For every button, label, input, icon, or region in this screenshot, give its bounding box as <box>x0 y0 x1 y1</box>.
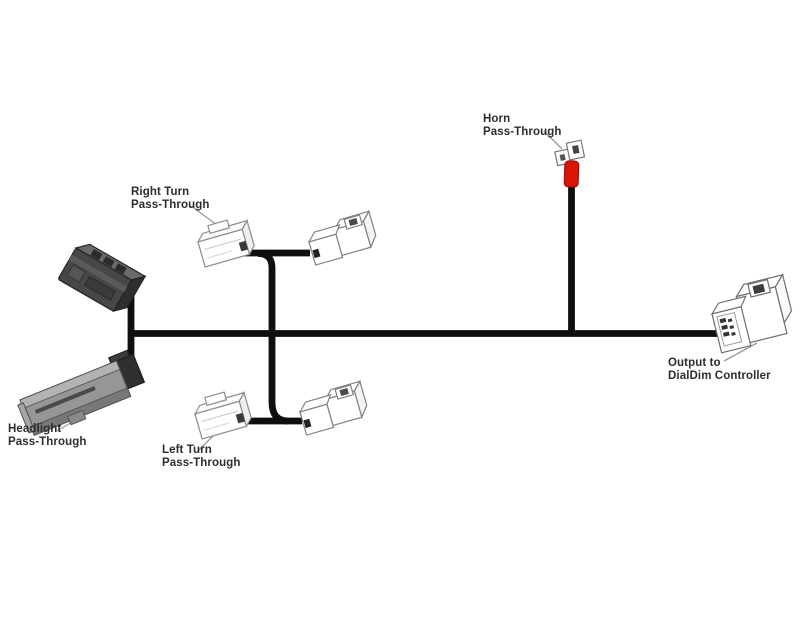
right-turn-drop-wire <box>257 250 276 333</box>
right-turn-female-connector <box>193 214 257 268</box>
headlight-connector-dark <box>58 243 147 313</box>
headlight-connector <box>17 349 146 437</box>
output-leader-line <box>723 342 758 362</box>
label-horn-pass-through: Horn Pass-Through <box>483 113 562 138</box>
left-turn-drop-wire <box>268 333 289 425</box>
right-turn-male-connector <box>304 210 380 266</box>
output-connector <box>710 273 793 354</box>
left-turn-male-connector <box>295 380 371 436</box>
horn-red-crimp <box>563 160 580 188</box>
label-right-turn-pass-through: Right Turn Pass-Through <box>131 186 210 211</box>
left-turn-leader-line <box>197 433 216 452</box>
label-headlight-pass-through: Headlight Pass-Through <box>8 423 87 448</box>
horn-terminal <box>554 139 586 188</box>
label-left-turn-pass-through: Left Turn Pass-Through <box>162 444 241 469</box>
horn-leader-line <box>543 130 563 150</box>
left-turn-female-connector <box>190 386 254 440</box>
label-output-dialdim-controller: Output to DialDim Controller <box>668 357 771 382</box>
